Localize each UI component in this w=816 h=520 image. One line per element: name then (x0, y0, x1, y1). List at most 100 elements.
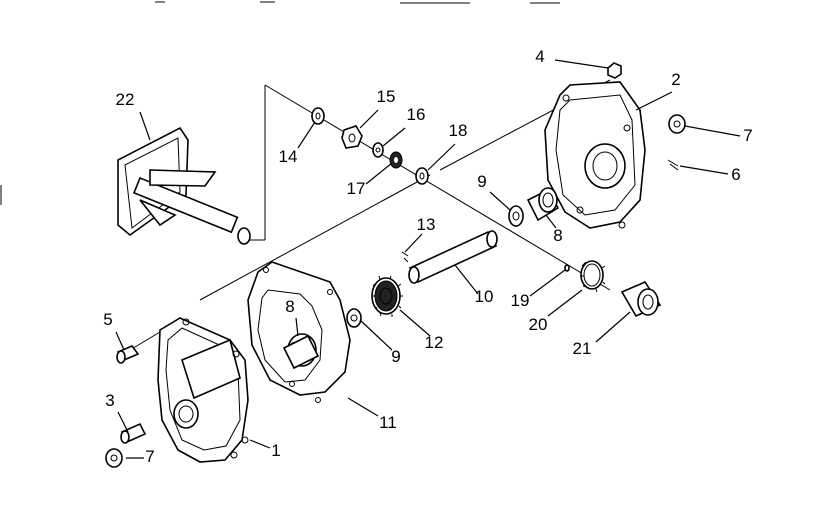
callout-c4: 4 (535, 47, 609, 69)
part-number-label: 19 (511, 291, 530, 310)
callout-c11: 11 (347, 397, 397, 432)
leader-line (679, 165, 729, 175)
part-number-label: 12 (425, 333, 444, 352)
leader-line (347, 397, 379, 417)
part-number-label: 22 (116, 90, 135, 109)
part-number-label: 8 (285, 297, 294, 316)
part-number-label: 8 (553, 226, 562, 245)
leader-line (297, 121, 316, 149)
leader-line (139, 111, 151, 141)
leader-line (489, 191, 511, 211)
callout-c15: 15 (359, 87, 396, 129)
part-17-washer (389, 151, 403, 169)
callout-c19: 19 (511, 269, 566, 310)
part-6-pin (667, 159, 679, 171)
callout-c22: 22 (116, 90, 151, 141)
callout-c20: 20 (529, 289, 583, 334)
part-1-housing (157, 317, 249, 463)
part-number-label: 18 (449, 121, 468, 140)
leader-line (295, 317, 299, 337)
leader-line (359, 319, 393, 351)
part-10-shaft (408, 230, 498, 284)
part-number-label: 15 (377, 87, 396, 106)
part-11-gasket (247, 261, 351, 403)
part-number-label: 11 (379, 413, 397, 432)
leader-line (547, 289, 583, 317)
leader-line (359, 109, 379, 129)
leader-line (115, 331, 125, 351)
leader-line (399, 309, 431, 337)
leader-line (595, 311, 631, 343)
callout-c9a: 9 (477, 172, 511, 211)
callout-c7b: 7 (126, 447, 155, 466)
part-18-washer (415, 167, 429, 185)
callout-c9b: 9 (359, 319, 401, 366)
callout-c13: 13 (404, 215, 436, 253)
top-edge-marks (155, 1, 560, 4)
callout-c14: 14 (279, 121, 316, 166)
part-9-washer-top (508, 205, 524, 227)
part-8-bearing-bottom (282, 334, 320, 370)
part-number-label: 17 (347, 179, 366, 198)
callout-c16: 16 (382, 105, 426, 147)
callout-c3: 3 (105, 391, 129, 433)
leader-line (365, 162, 393, 185)
callout-c10: 10 (454, 264, 494, 306)
part-8-bearing-top (526, 187, 560, 222)
leader-line (427, 143, 456, 171)
leader-line (635, 91, 673, 111)
part-number-label: 9 (391, 347, 400, 366)
part-number-label: 7 (743, 126, 752, 145)
callout-c7a: 7 (684, 125, 753, 145)
callout-c17: 17 (347, 162, 393, 198)
leader-line (404, 233, 423, 253)
part-number-label: 10 (475, 287, 494, 306)
part-number-label: 21 (573, 339, 592, 358)
part-number-label: 3 (105, 391, 114, 410)
callout-c18: 18 (427, 121, 468, 171)
part-number-label: 20 (529, 315, 548, 334)
part-5-bolt (116, 345, 140, 364)
callout-c12: 12 (399, 309, 444, 352)
part-number-label: 1 (271, 441, 280, 460)
part-4-nut (607, 62, 622, 79)
part-19-key (564, 264, 570, 272)
part-22-bracket (117, 126, 251, 245)
callout-c21: 21 (573, 311, 631, 358)
callout-c6: 6 (679, 165, 741, 184)
part-7-washer-bottom (105, 448, 123, 468)
part-15-nut (341, 125, 363, 149)
part-number-label: 7 (145, 447, 154, 466)
leader-line (554, 59, 609, 69)
part-number-label: 14 (279, 147, 298, 166)
part-number-label: 9 (477, 172, 486, 191)
part-number-label: 16 (407, 105, 426, 124)
part-16-washer (372, 142, 384, 158)
part-14-washer (311, 107, 325, 125)
part-2-housing (544, 81, 646, 229)
part-21-bushing (620, 280, 662, 318)
callout-c2: 2 (635, 70, 681, 111)
part-13-key (401, 251, 409, 263)
part-3-bolt (120, 422, 147, 444)
callout-c1: 1 (249, 439, 281, 460)
leader-line (545, 214, 557, 229)
part-20-gear (580, 260, 606, 293)
part-9-washer-bottom (346, 308, 362, 328)
leader-line (382, 127, 406, 147)
callout-c8b: 8 (285, 297, 299, 337)
part-number-label: 13 (417, 215, 436, 234)
part-number-label: 2 (671, 70, 680, 89)
leader-line (454, 264, 479, 295)
leader-line (529, 269, 566, 297)
callout-c8a: 8 (545, 214, 563, 245)
part-number-label: 5 (103, 310, 112, 329)
part-number-label: 4 (535, 47, 544, 66)
part-12-gear (371, 275, 403, 317)
leader-line (684, 125, 741, 137)
leader-line (249, 439, 271, 449)
part-number-label: 6 (731, 165, 740, 184)
